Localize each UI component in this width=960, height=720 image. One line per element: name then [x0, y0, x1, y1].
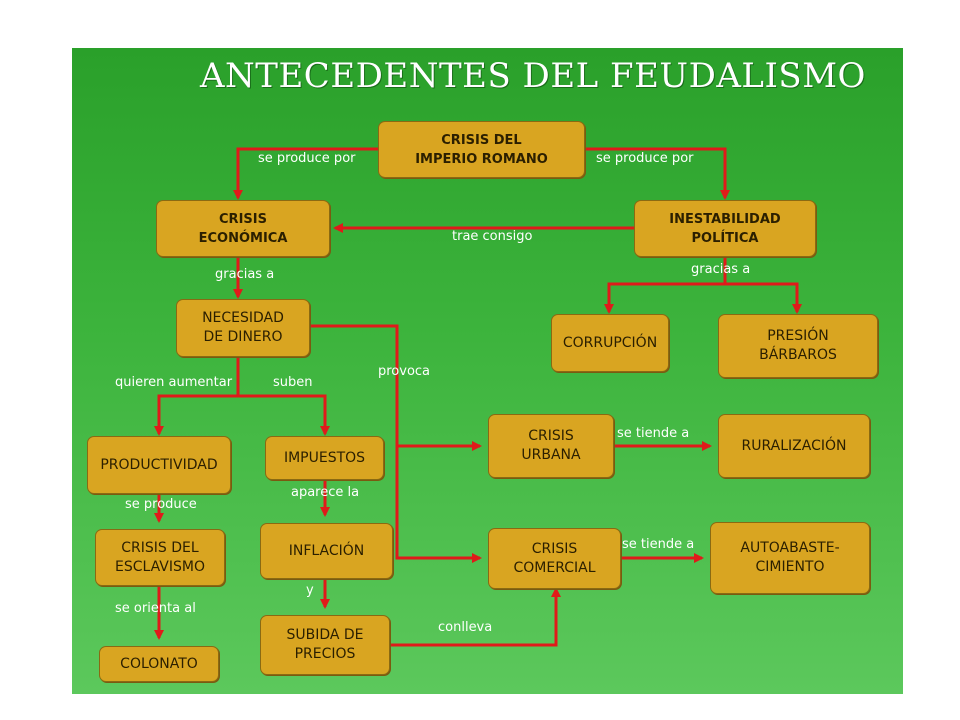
arrow-to-impuestos [238, 394, 330, 436]
node-inflacion: INFLACIÓN [260, 523, 393, 579]
label-aparece-la: aparece la [291, 485, 360, 500]
arrow-imperio-economica [233, 147, 378, 200]
node-crisis-urbana: CRISIS URBANA [488, 414, 614, 478]
node-autoabastecimiento: AUTOABASTE- CIMIENTO [710, 522, 870, 594]
node-crisis-esclavismo: CRISIS DEL ESCLAVISMO [95, 529, 225, 586]
arrow-to-corrupcion [604, 282, 725, 314]
label-trae-consigo: trae consigo [452, 229, 533, 244]
node-corrupcion: CORRUPCIÓN [551, 314, 669, 372]
label-gracias-a-der: gracias a [691, 262, 751, 277]
label-suben: suben [273, 375, 313, 390]
label-provoca: provoca [378, 364, 431, 379]
label-conlleva: conlleva [438, 620, 493, 635]
label-se-produce-por-izq: se produce por [258, 151, 356, 166]
arrow-provoca-trunk [310, 324, 482, 563]
node-presion-barbaros: PRESIÓN BÁRBAROS [718, 314, 878, 378]
node-crisis-economica: CRISIS ECONÓMICA [156, 200, 330, 257]
label-se-orienta-al: se orienta al [115, 601, 196, 616]
label-se-tiende-a-2: se tiende a [622, 537, 695, 552]
arrow-to-presion [725, 282, 802, 314]
connector-layer [154, 147, 802, 647]
arrow-subida-comercial [390, 587, 561, 647]
label-gracias-a-izq: gracias a [215, 267, 275, 282]
node-ruralizacion: RURALIZACIÓN [718, 414, 870, 478]
node-necesidad-dinero: NECESIDAD DE DINERO [176, 299, 310, 357]
page-title: ANTECEDENTES DEL FEUDALISMO [200, 56, 866, 96]
node-productividad: PRODUCTIVIDAD [87, 436, 231, 494]
node-subida-precios: SUBIDA DE PRECIOS [260, 615, 390, 675]
node-impuestos: IMPUESTOS [265, 436, 384, 480]
node-inestabilidad-politica: INESTABILIDAD POLÍTICA [634, 200, 816, 257]
label-se-produce: se produce [125, 497, 197, 512]
node-crisis-imperio: CRISIS DEL IMPERIO ROMANO [378, 121, 585, 178]
node-colonato: COLONATO [99, 646, 219, 682]
arrow-imperio-inestabilidad [585, 147, 730, 200]
arrow-to-productividad [154, 394, 238, 436]
label-y: y [306, 583, 314, 598]
label-se-produce-por-der: se produce por [596, 151, 694, 166]
concept-map-slide: ANTECEDENTES DEL FEUDALISMO CRISIS DEL I… [72, 48, 903, 694]
label-se-tiende-a-1: se tiende a [617, 426, 690, 441]
label-quieren-aumentar: quieren aumentar [115, 375, 233, 390]
node-crisis-comercial: CRISIS COMERCIAL [488, 528, 621, 589]
